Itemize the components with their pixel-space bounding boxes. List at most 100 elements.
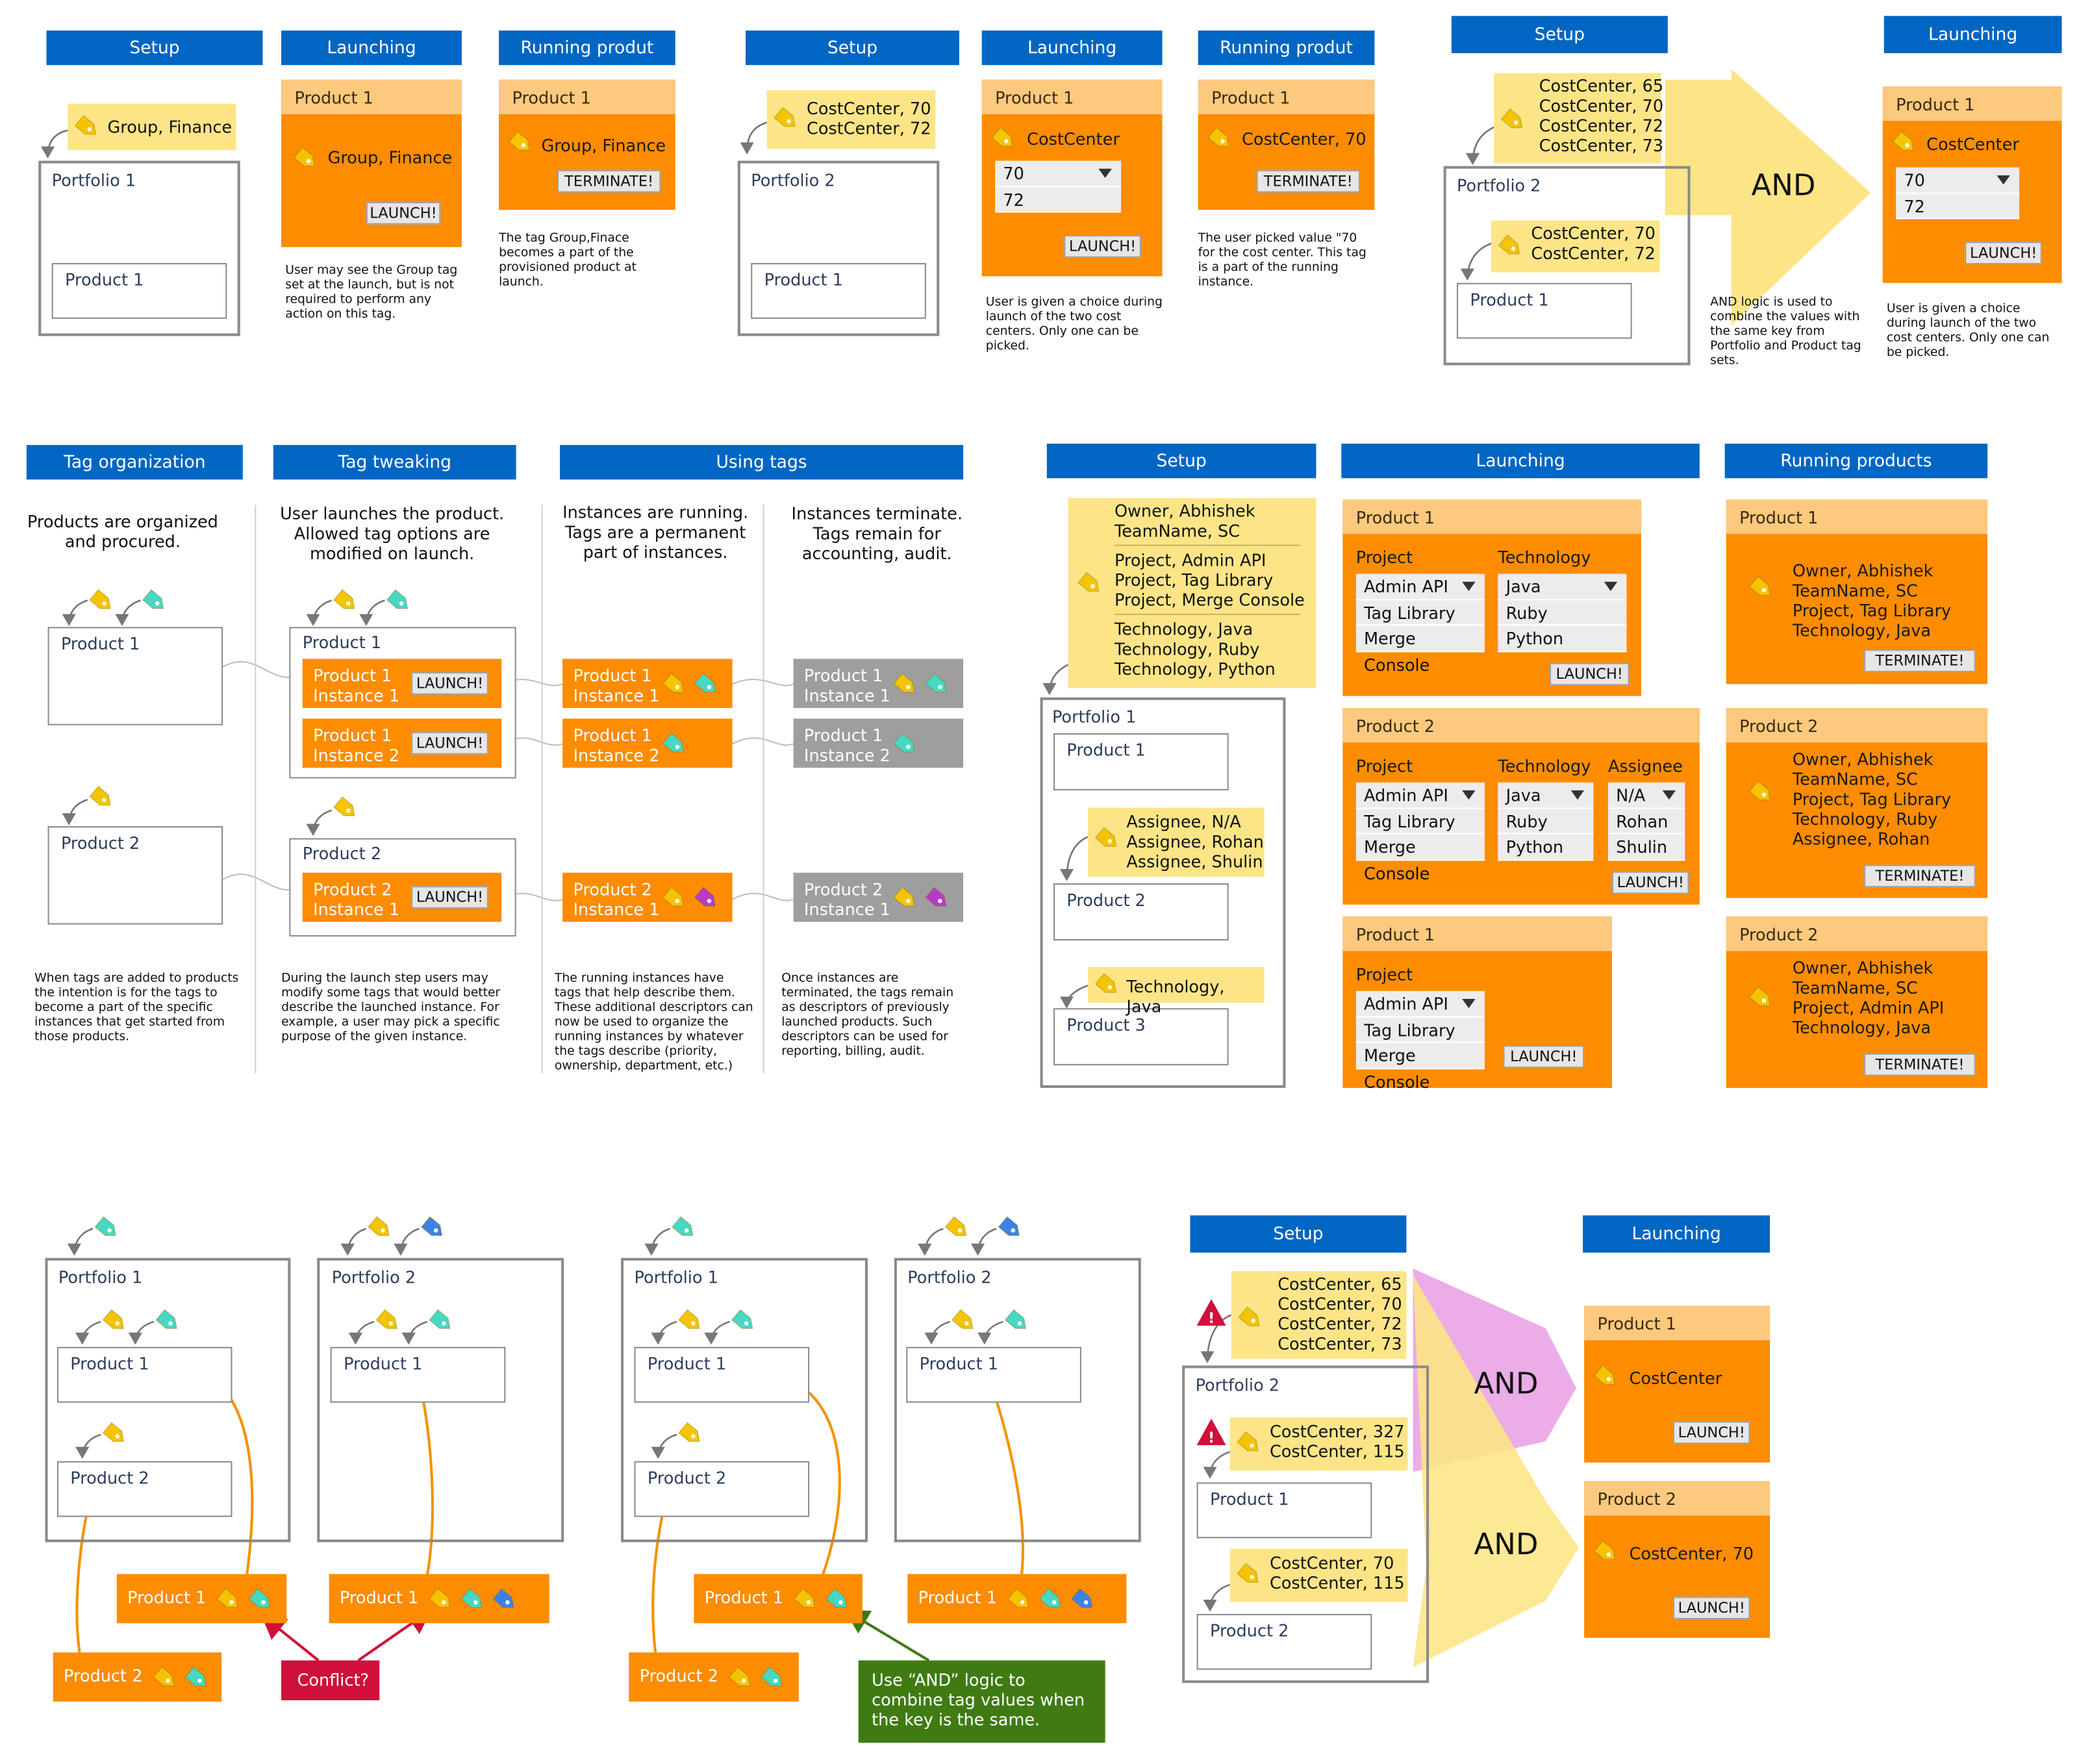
header-running: Running products xyxy=(1724,444,1988,479)
tag-icon xyxy=(1206,126,1235,150)
header-setup: Setup xyxy=(46,31,263,66)
caption: The user picked value "70 for the cost c… xyxy=(1198,231,1367,290)
field-label: Project xyxy=(1355,755,1413,776)
portfolio-box: Portfolio 2 Product 1 Product 2 xyxy=(1182,1365,1430,1683)
terminate-button[interactable]: TERMINATE! xyxy=(557,170,661,193)
tag-pointer xyxy=(115,599,141,626)
and-label: AND xyxy=(1751,170,1816,203)
portfolio-label: Portfolio 1 xyxy=(51,170,136,190)
tag-text: CostCenter xyxy=(1629,1368,1722,1389)
launch-button[interactable]: LAUNCH! xyxy=(1612,871,1689,894)
product-box: Product 1 xyxy=(906,1346,1081,1403)
tag-icon xyxy=(1496,234,1526,258)
caption: AND logic is used to combine the values … xyxy=(1710,295,1861,368)
terminate-button[interactable]: TERMINATE! xyxy=(1864,649,1976,672)
tag-pointer xyxy=(359,599,385,626)
tag-icon xyxy=(670,1215,699,1239)
tag-pointer xyxy=(1200,1314,1232,1363)
product-label: Product 1 xyxy=(764,270,843,290)
portfolio-box: Portfolio 2 Product 1 xyxy=(1443,166,1691,366)
tag-icon xyxy=(772,107,801,131)
tag-icon xyxy=(1069,1587,1098,1611)
launch-card: Product 1 Group, Finance LAUNCH! xyxy=(281,79,462,247)
launch-button[interactable]: LAUNCH! xyxy=(411,886,488,909)
tag-text: TeamName, SC xyxy=(1792,769,1918,789)
product-label: Product 1 xyxy=(344,1354,423,1374)
launch-button[interactable]: LAUNCH! xyxy=(411,672,488,695)
launch-button[interactable]: LAUNCH! xyxy=(1503,1045,1585,1068)
running-card: Product 1 Group, Finance TERMINATE! xyxy=(499,79,675,210)
tag-icon xyxy=(292,146,321,170)
tag-icon xyxy=(1235,1562,1265,1586)
tag-note: Technology, Java xyxy=(1088,966,1265,1016)
terminate-button[interactable]: TERMINATE! xyxy=(1256,170,1360,193)
tag-icon xyxy=(730,1309,759,1333)
terminate-button[interactable]: TERMINATE! xyxy=(1864,1053,1976,1076)
product-label: Product 2 xyxy=(1210,1620,1289,1641)
card-title: Product 1 xyxy=(981,79,1163,114)
tag-text: Owner, Abhishek xyxy=(1792,561,1934,581)
tag-text: TeamName, SC xyxy=(1792,977,1918,998)
portfolio-label: Portfolio 2 xyxy=(331,1267,416,1287)
divider xyxy=(255,505,257,1074)
tag-text: Project, Tag Library xyxy=(1792,788,1952,809)
tag-text: Technology, Java xyxy=(1792,1017,1932,1038)
product-box: Product 1 xyxy=(47,627,223,725)
header-launching: Launching xyxy=(981,31,1163,66)
tag-pointer xyxy=(306,599,333,626)
card-title: Product 2 xyxy=(1726,916,1988,951)
launch-card: Product 2 CostCenter, 70 LAUNCH! xyxy=(1584,1481,1770,1638)
tag-text: Technology, Ruby xyxy=(1792,809,1938,829)
tag-pointer xyxy=(306,809,333,837)
product-instance: Product 1 xyxy=(329,1574,549,1624)
tag-pointer xyxy=(740,121,769,155)
caption: User is given a choice during launch of … xyxy=(1886,301,2050,360)
portfolio-label: Portfolio 2 xyxy=(751,170,835,190)
launch-button[interactable]: LAUNCH! xyxy=(1549,662,1630,686)
tag-icon xyxy=(1891,130,1920,154)
card-title: Product 1 xyxy=(499,79,675,114)
card-title: Product 1 xyxy=(281,79,462,114)
tag-icon xyxy=(332,796,361,820)
tag-icon xyxy=(93,1215,122,1239)
launch-button[interactable]: LAUNCH! xyxy=(1672,1421,1750,1444)
tag-icon xyxy=(950,1309,979,1333)
launch-button[interactable]: LAUNCH! xyxy=(1672,1596,1750,1620)
launch-button[interactable]: LAUNCH! xyxy=(411,731,488,755)
tag-icon xyxy=(154,1309,183,1333)
tag-icon xyxy=(677,1421,706,1445)
tag-pointer xyxy=(40,129,69,158)
launch-button[interactable]: LAUNCH! xyxy=(366,201,441,225)
launch-button[interactable]: LAUNCH! xyxy=(1965,242,2042,264)
terminate-button[interactable]: TERMINATE! xyxy=(1864,864,1976,888)
tag-text: Group, Finance xyxy=(327,147,453,168)
portfolio-box: Portfolio 1 xyxy=(621,1257,868,1543)
product-label: Product 2 xyxy=(302,843,382,864)
product-instance: Product 2 xyxy=(629,1652,799,1702)
launch-button[interactable]: LAUNCH! xyxy=(1064,235,1141,258)
header-running: Running produt xyxy=(1198,31,1375,66)
header-tag-organization: Tag organization xyxy=(26,445,243,480)
caption: The tag Group,Finace becomes a part of t… xyxy=(499,231,636,290)
product-label: Product 2 xyxy=(1066,890,1146,910)
chevron-down-icon xyxy=(1462,581,1476,592)
header-launching: Launching xyxy=(1583,1215,1770,1253)
portfolio-box: Portfolio 1 xyxy=(45,1257,291,1543)
conflict-label: Conflict? xyxy=(281,1660,380,1700)
tag-icon xyxy=(661,672,690,696)
product-label: Product 1 xyxy=(60,633,140,654)
